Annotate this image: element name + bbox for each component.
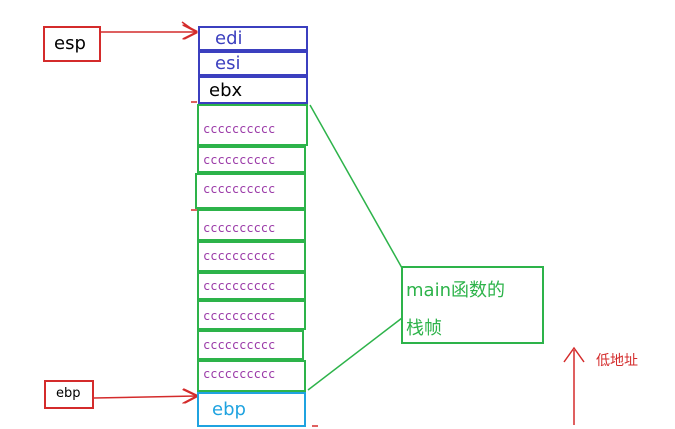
esp-arrow — [99, 32, 196, 42]
esp-label: esp — [54, 33, 86, 54]
low-address-label: 低地址 — [596, 353, 638, 369]
stack-cell-cc: cccccccccc — [197, 272, 306, 300]
stack-cell-esi: esi — [198, 51, 308, 76]
ebp-pointer-label: ebp — [56, 386, 81, 401]
cc-text: cccccccccc — [203, 309, 276, 323]
stack-cell-cc: cccccccccc — [197, 104, 308, 146]
callout-line1: main函数的 — [406, 280, 505, 301]
edi-label: edi — [215, 28, 243, 49]
main-frame-callout: main函数的 栈帧 — [401, 266, 544, 344]
stack-cell-cc: cccccccccc — [197, 209, 306, 241]
stack-cell-cc: cccccccccc — [195, 173, 306, 209]
esp-box: esp — [43, 26, 101, 62]
stack-cell-cc: cccccccccc — [197, 146, 306, 173]
cc-text: cccccccccc — [203, 367, 276, 381]
stack-cell-ebp: ebp — [197, 392, 306, 427]
stack-cell-cc: cccccccccc — [197, 330, 304, 360]
cc-text: cccccccccc — [203, 122, 276, 136]
stack-cell-ebx: ebx — [198, 76, 308, 104]
cc-text: cccccccccc — [203, 153, 276, 167]
callout-line2: 栈帧 — [406, 318, 442, 339]
cc-text: cccccccccc — [203, 182, 276, 196]
ebx-label: ebx — [209, 80, 243, 101]
stack-cell-cc: cccccccccc — [197, 360, 306, 392]
cc-text: cccccccccc — [203, 338, 276, 352]
ebp-pointer-box: ebp — [44, 380, 94, 409]
callout-line-top — [309, 104, 403, 269]
callout-line-bottom — [307, 317, 403, 391]
cc-text: cccccccccc — [203, 221, 276, 235]
cc-text: cccccccccc — [203, 279, 276, 293]
stack-cell-edi: edi — [198, 26, 308, 51]
ebp-arrow — [93, 396, 196, 398]
ebp-cell-label: ebp — [212, 399, 246, 420]
stack-cell-cc: cccccccccc — [197, 241, 306, 272]
cc-text: cccccccccc — [203, 249, 276, 263]
esi-label: esi — [215, 53, 241, 74]
stack-cell-cc: cccccccccc — [197, 300, 306, 330]
